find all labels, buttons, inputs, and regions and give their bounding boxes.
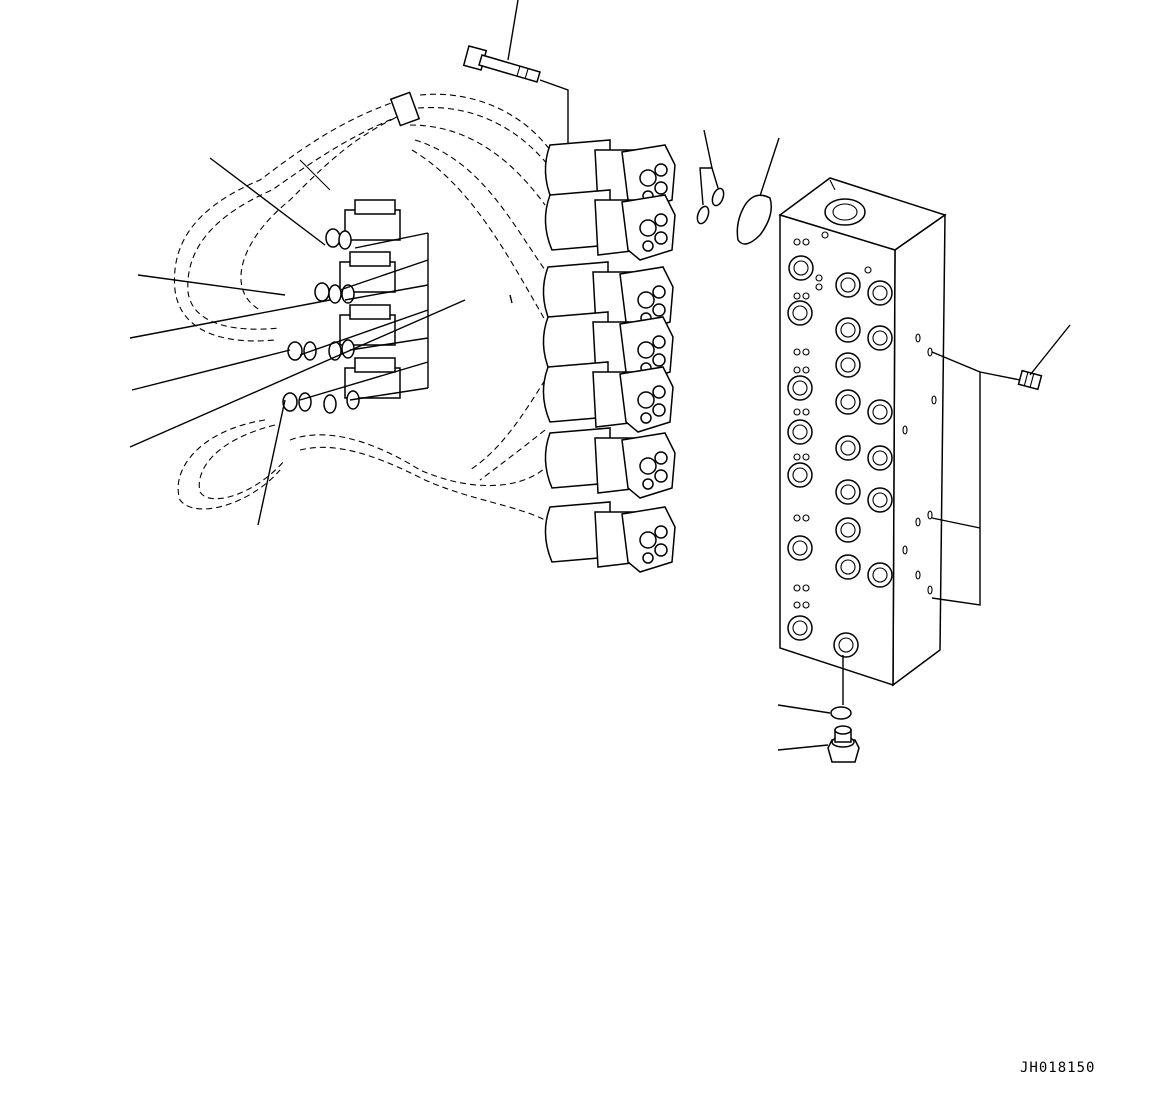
drawing-id: JH018150 <box>1020 1060 1096 1076</box>
drain-plug <box>778 726 859 762</box>
harness-connectors <box>283 200 428 413</box>
valve-block-ports <box>788 256 892 657</box>
plugs <box>932 325 1070 605</box>
drain-o-ring <box>778 655 851 719</box>
valve-block-side-holes <box>903 334 936 594</box>
valve-block <box>780 178 945 685</box>
leader-lines-left <box>130 158 512 525</box>
bolt <box>464 0 610 165</box>
solenoid-valve-stack <box>542 140 675 573</box>
o-rings <box>695 130 726 225</box>
gasket <box>737 138 779 244</box>
wire-harness <box>174 92 550 520</box>
valve-block-small-holes <box>794 232 871 608</box>
